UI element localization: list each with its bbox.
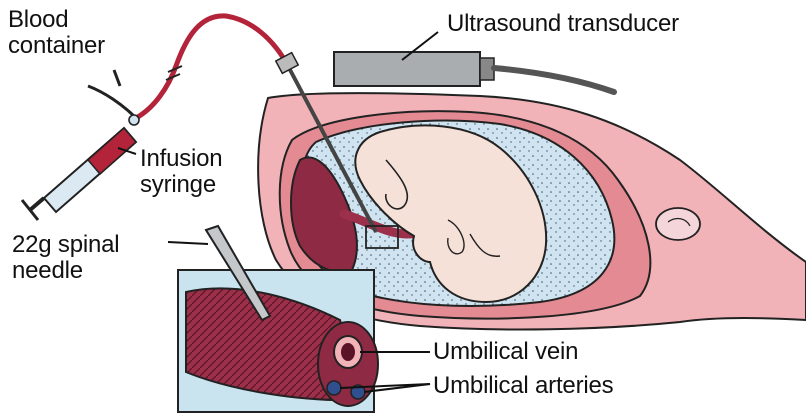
label-infusion-syringe-line1: Infusion <box>140 146 222 172</box>
label-spinal-needle: 22g spinal needle <box>12 232 119 284</box>
maternal-organ <box>656 208 700 240</box>
label-spinal-needle-line2: needle <box>12 258 119 284</box>
label-blood-container-line1: Blood <box>8 7 105 33</box>
label-infusion-syringe-line2: syringe <box>140 172 222 198</box>
label-umbilical-arteries: Umbilical arteries <box>433 373 613 399</box>
label-spinal-needle-line1: 22g spinal <box>12 232 119 258</box>
ultrasound-transducer <box>334 52 614 92</box>
label-umbilical-vein: Umbilical vein <box>433 339 578 365</box>
label-blood-container: Blood container <box>8 7 105 59</box>
blood-tubing <box>136 16 288 118</box>
label-ultrasound-transducer: Ultrasound transducer <box>447 11 679 37</box>
infusion-syringe <box>22 128 136 220</box>
label-infusion-syringe: Infusion syringe <box>140 146 222 198</box>
needle-leader-line <box>168 242 208 244</box>
label-blood-container-line2: container <box>8 33 105 59</box>
